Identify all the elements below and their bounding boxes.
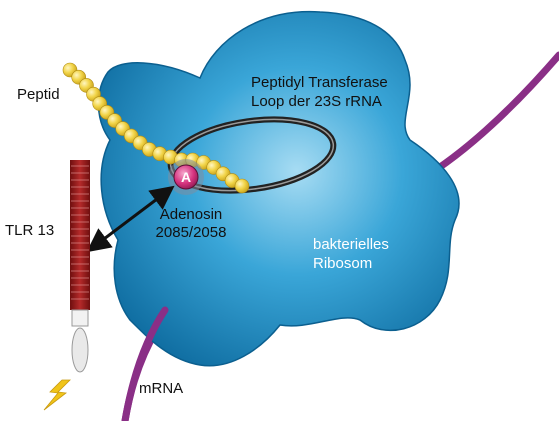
mrna-strand-front — [121, 306, 169, 421]
receptor-label: TLR 13 — [5, 222, 55, 239]
ribosome-label-line1: bakterielles — [313, 236, 389, 253]
signal-lightning-icon — [43, 379, 71, 411]
tlr13-receptor-bands — [71, 165, 89, 300]
adenosine-label-line2: 2085/2058 — [155, 224, 227, 241]
ribosome-label-line2: Ribosom — [313, 255, 373, 272]
peptide-bead — [234, 178, 250, 194]
adenosine-marker-label: A — [180, 169, 192, 185]
tlr13-tir-domain — [71, 327, 89, 373]
peptide-label: Peptid — [17, 86, 60, 103]
tlr13-membrane-segment — [71, 309, 89, 327]
peptidyl-transferase-label-line2: Loop der 23S rRNA — [251, 93, 382, 110]
interaction-arrow — [86, 185, 175, 253]
adenosine-marker — [173, 164, 199, 190]
mrna-label: mRNA — [139, 380, 184, 397]
ribosome-body — [97, 10, 460, 367]
peptide-chain — [62, 62, 250, 194]
peptidyl-transferase-label-line1: Peptidyl Transferase — [251, 74, 388, 91]
tlr13-receptor-body — [70, 160, 90, 310]
adenosine-label-line1: Adenosin — [159, 206, 223, 223]
